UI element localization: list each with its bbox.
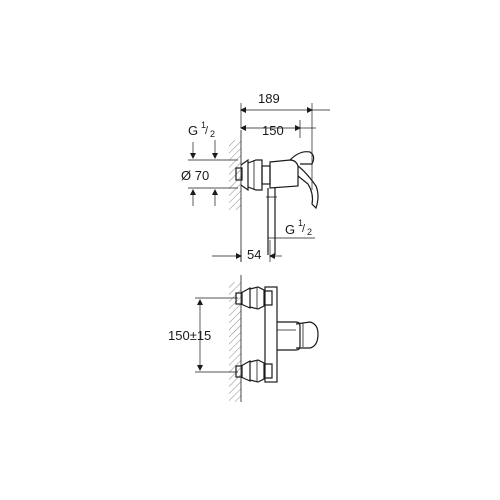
mixer-front-body [264,286,319,383]
dim-depth-54 [212,240,282,262]
label-thread-top-sub: 2 [210,129,215,139]
side-view: 189 150 G 1 / 2 Ø 70 G 1 / 2 54 [181,91,330,262]
dim-inner-150 [240,120,316,138]
label-thread-top-sup: 1 [201,120,206,130]
wall-section-bottom [229,282,241,402]
dim-spacing [195,297,238,373]
wall-section-top [229,140,241,210]
front-view: 150±15 [168,275,319,402]
label-spacing: 150±15 [168,328,211,343]
label-dim-inner: 150 [262,123,284,138]
dim-thread-top [188,140,238,206]
label-thread-bottom-g: G [285,222,295,237]
dim-overall-189 [240,103,330,190]
dim-thread-bottom [268,232,315,246]
label-diameter: Ø 70 [181,168,209,183]
label-thread-top-slash: / [205,125,209,137]
label-thread-bottom-slash: / [302,223,306,235]
label-thread-bottom-sup: 1 [298,218,303,228]
label-dim-overall: 189 [258,91,280,106]
label-thread-top-g: G [188,123,198,138]
eccentric-bottom [235,359,273,383]
mixer-side-body [235,151,319,255]
label-depth: 54 [247,247,261,262]
eccentric-top [235,286,273,310]
label-thread-bottom-sub: 2 [307,227,312,237]
